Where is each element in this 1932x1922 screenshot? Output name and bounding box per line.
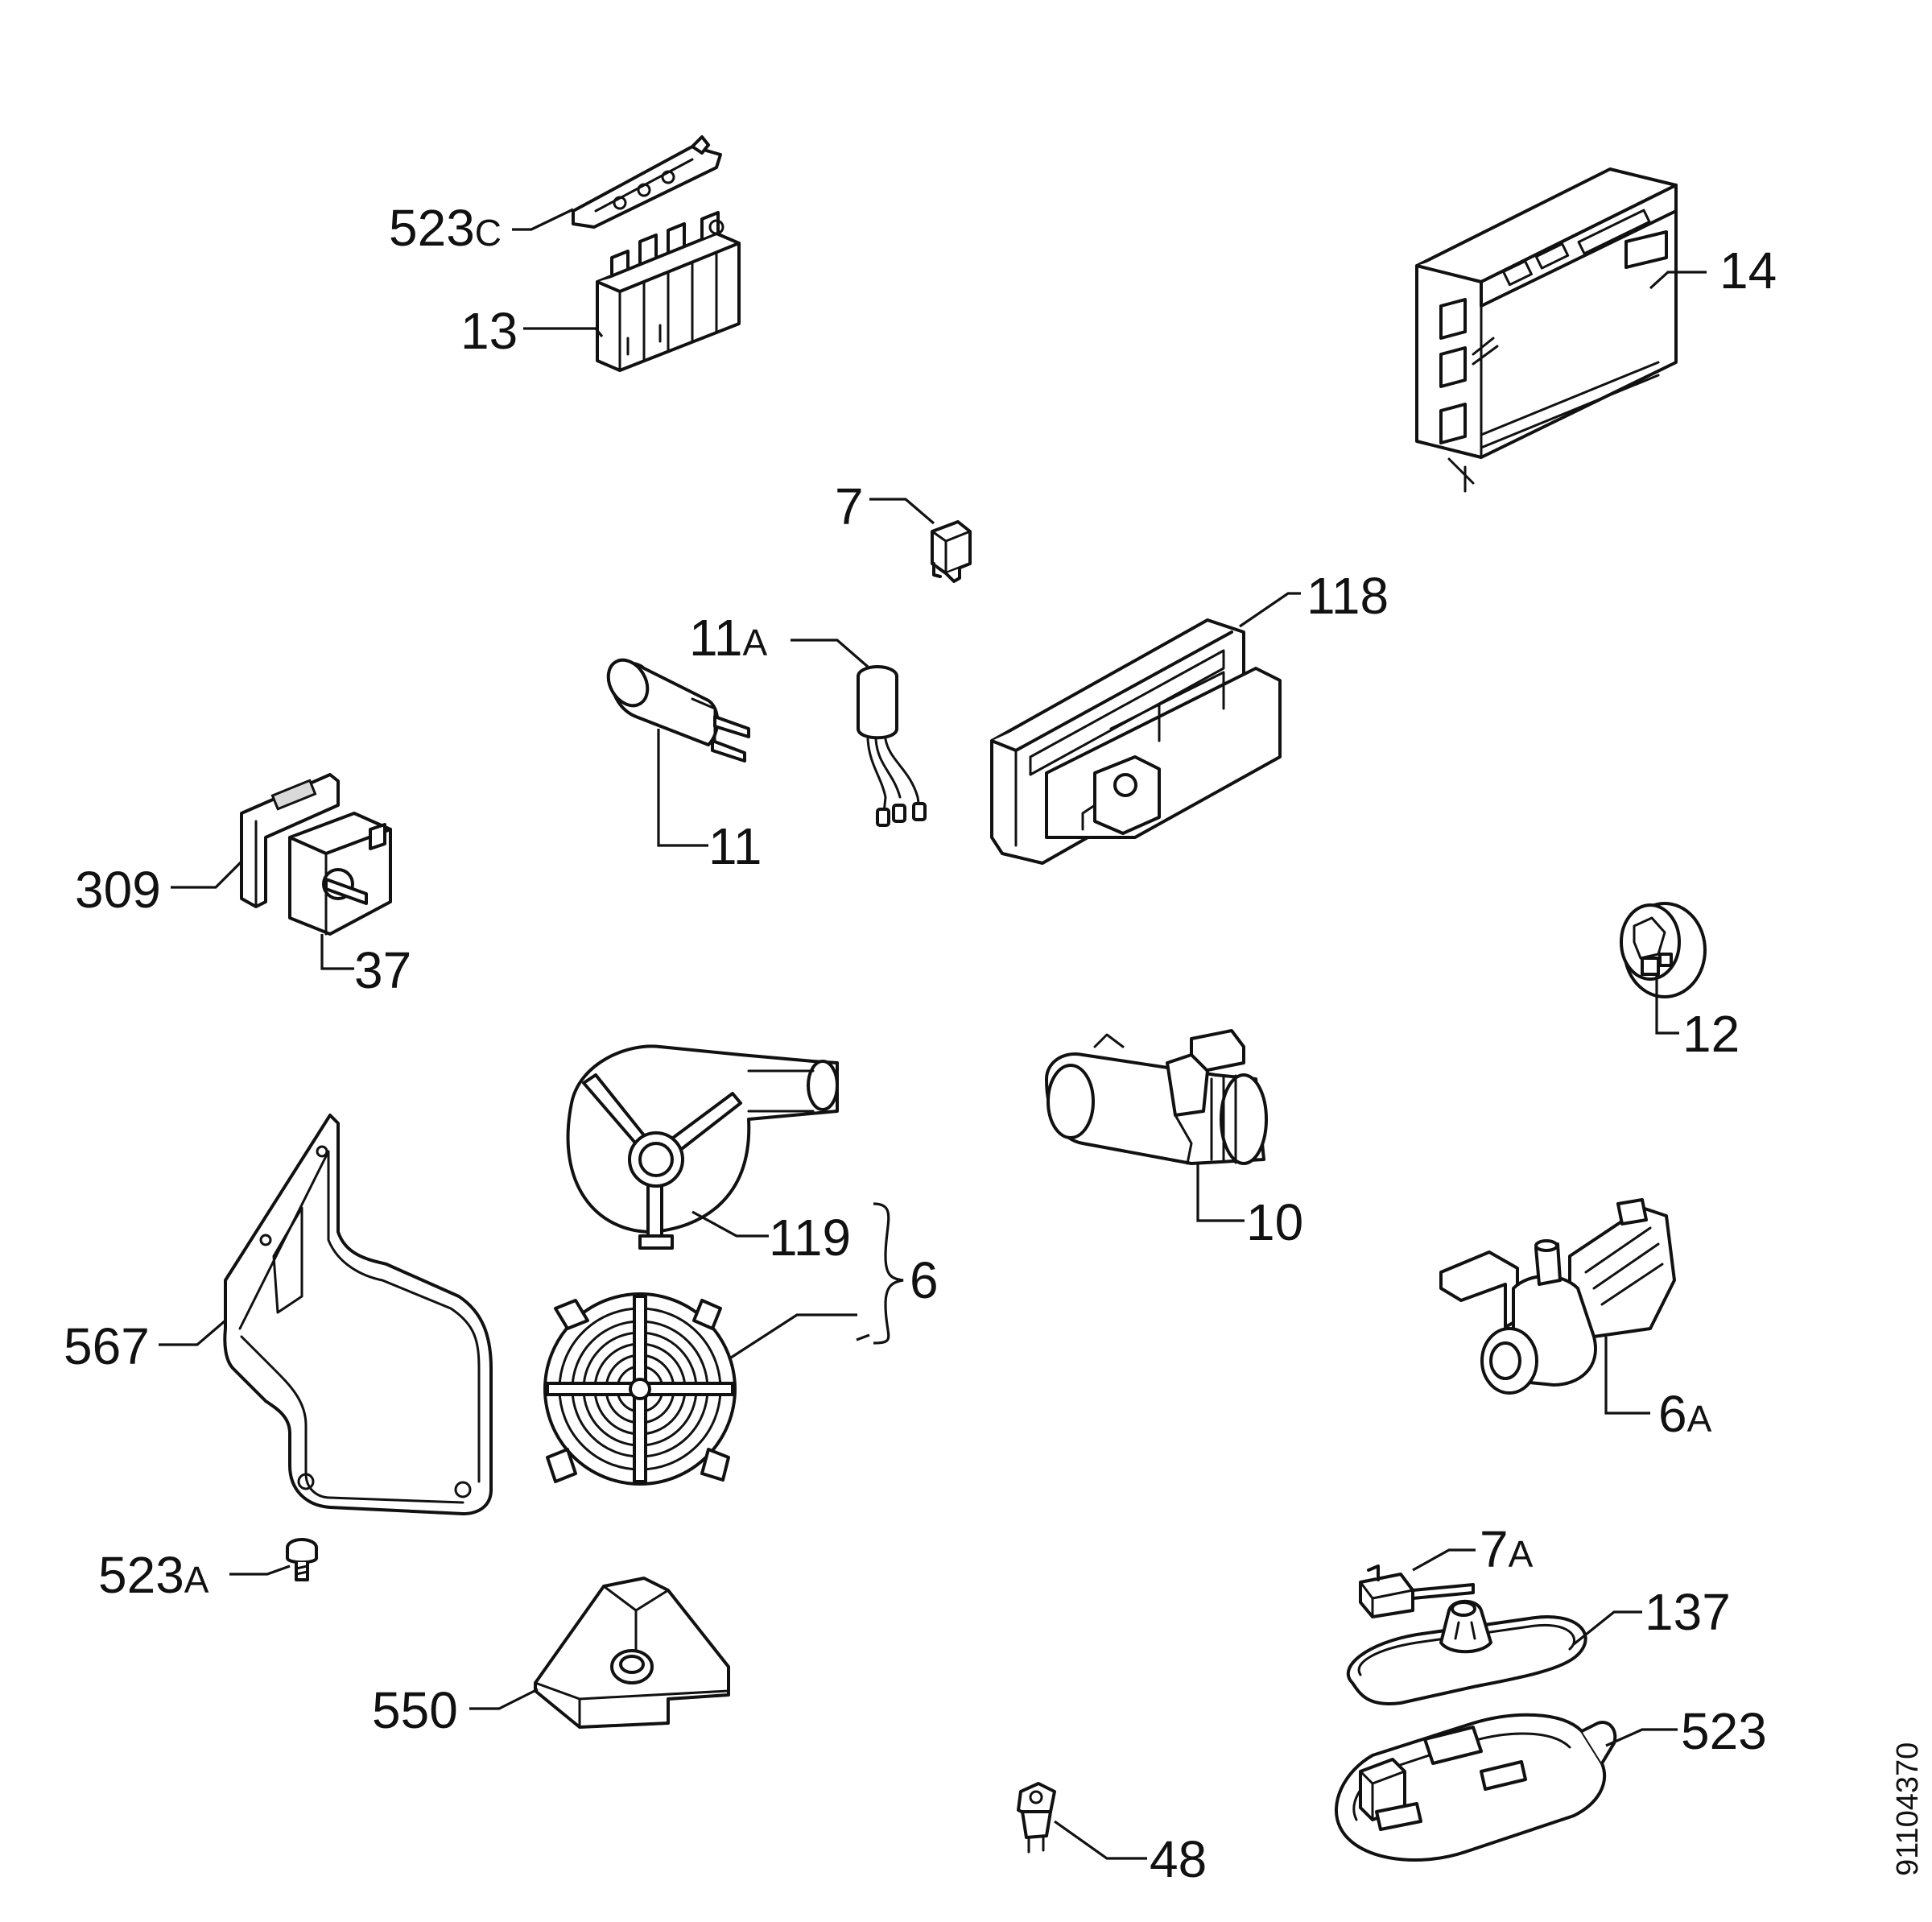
part-137-float-lid bbox=[1346, 1599, 1587, 1705]
part-6a-drain-pump bbox=[1439, 1198, 1676, 1395]
callout-309: 309 bbox=[75, 861, 161, 919]
callout-11: 11 bbox=[708, 817, 762, 875]
callout-119: 119 bbox=[769, 1209, 851, 1267]
drawing-number: 91104370 bbox=[1891, 1742, 1925, 1876]
callout-7: 7 bbox=[835, 477, 864, 535]
callout-137: 137 bbox=[1645, 1583, 1731, 1641]
part-7a-switch bbox=[1359, 1564, 1475, 1618]
part-48-connector bbox=[1017, 1782, 1056, 1854]
callout-118: 118 bbox=[1307, 567, 1389, 625]
callout-6a: 6A bbox=[1658, 1385, 1712, 1443]
callout-14: 14 bbox=[1719, 242, 1777, 300]
callout-567: 567 bbox=[64, 1317, 150, 1375]
callout-7a: 7A bbox=[1480, 1520, 1534, 1578]
callout-12: 12 bbox=[1682, 1005, 1740, 1063]
part-11-capacitor bbox=[606, 658, 750, 763]
leader-lines bbox=[159, 208, 1707, 1860]
part-309-bracket bbox=[240, 773, 340, 908]
callout-550: 550 bbox=[372, 1681, 458, 1739]
callout-523a: 523A bbox=[98, 1546, 209, 1604]
part-11a-suppressor bbox=[857, 665, 927, 827]
part-118-dispenser bbox=[990, 618, 1282, 865]
callout-11a: 11A bbox=[689, 609, 767, 667]
callout-10: 10 bbox=[1246, 1193, 1303, 1251]
callout-6: 6 bbox=[910, 1251, 939, 1309]
callout-523c: 523C bbox=[389, 199, 502, 257]
part-523-float-base bbox=[1335, 1713, 1617, 1862]
part-6-fan-motor bbox=[543, 1292, 737, 1486]
part-37-selector bbox=[288, 812, 392, 936]
part-119-fan-housing bbox=[566, 1044, 839, 1250]
part-550-fan-cover bbox=[534, 1577, 730, 1729]
part-10-heater bbox=[1045, 1029, 1268, 1165]
callout-48: 48 bbox=[1150, 1830, 1207, 1888]
callout-labels: 523C 13 14 7 118 11A 11 309 37 12 119 6 … bbox=[64, 199, 1777, 1888]
part-7-clip bbox=[931, 520, 972, 583]
part-14-control-module bbox=[1415, 167, 1678, 493]
callout-37: 37 bbox=[354, 941, 411, 999]
part-523a-screw bbox=[286, 1538, 318, 1581]
part-523c-terminal-strip bbox=[572, 135, 722, 229]
part-12-knob bbox=[1620, 902, 1707, 998]
callout-523: 523 bbox=[1681, 1702, 1767, 1760]
part-567-cover-plate bbox=[223, 1114, 493, 1515]
part-13-connector-block bbox=[596, 211, 741, 372]
callout-13: 13 bbox=[460, 302, 518, 360]
